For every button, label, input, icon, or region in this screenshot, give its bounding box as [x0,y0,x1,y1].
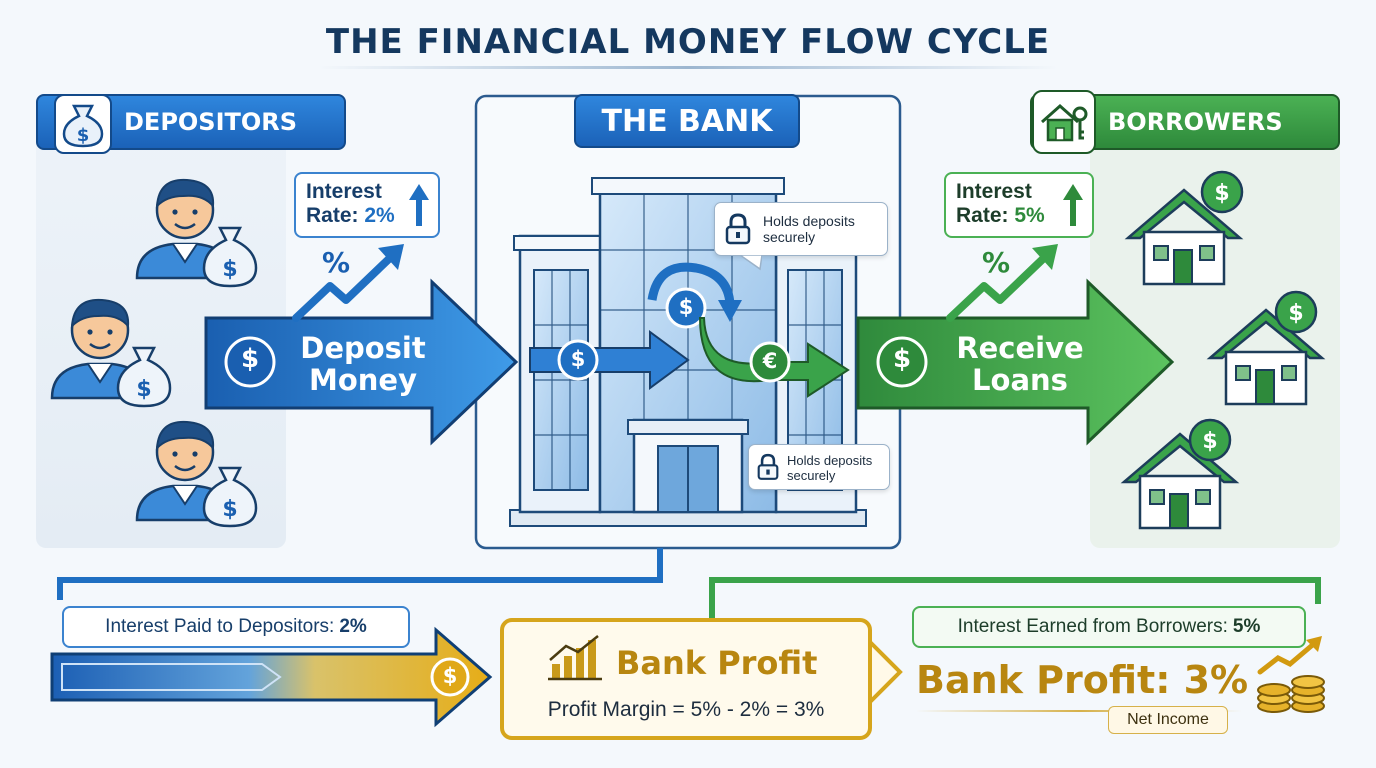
interest-paid-box: Interest Paid to Depositors: 2% [62,606,410,648]
depositors-label: DEPOSITORS [124,108,298,136]
dollar-symbol: $ [240,344,260,374]
secure-line-1: Holds deposits [763,213,855,229]
euro-symbol: € [762,349,778,373]
dollar-symbol: $ [570,347,586,371]
lock-icon [757,453,779,480]
svg-text:$: $ [1202,429,1217,454]
note-pointer [740,255,762,271]
interest-earned-box: Interest Earned from Borrowers: 5% [912,606,1306,648]
dollar-symbol: $ [678,295,694,319]
interest-earned-value: 5% [1232,616,1261,637]
interest-earned-label: Interest Earned from Borrowers: [957,616,1228,637]
green-connector-line [709,577,1321,620]
dollar-symbol: $ [442,664,458,688]
net-income-badge: Net Income [1108,706,1228,734]
house-icon: $ [1120,418,1240,530]
secure-line-1: Holds deposits [787,453,873,468]
rate-value: 2% [364,204,395,227]
money-bag-icon: $ [54,94,112,154]
growth-chart-icon [548,635,602,681]
bank-label: THE BANK [601,103,773,139]
percent-symbol: % [982,246,1011,279]
page-title: THE FINANCIAL MONEY FLOW CYCLE [325,22,1051,62]
arrow-up-icon [409,184,429,226]
bank-profit-title: Bank Profit [616,644,818,682]
title-underline [318,66,1058,69]
dollar-coin-icon [665,287,707,329]
money-bag-icon: $ [202,466,258,528]
inner-deposit-arrow [529,330,690,390]
blue-connector-line [57,548,663,600]
money-bag-icon: $ [202,226,258,288]
secure-deposits-note: Holds deposits securely [714,202,888,256]
bank-profit-total: Bank Profit: 3% [916,658,1249,702]
rate-line-1: Interest [956,180,1032,203]
cycle-arrow [647,262,735,305]
rate-line-1: Interest [306,180,382,203]
receive-loans-arrow [856,278,1175,446]
interest-paid-value: 2% [339,616,367,637]
inner-loan-arrow [698,317,850,398]
rate-line-2: Rate: 5% [956,204,1045,227]
secure-deposits-note: Holds deposits securely [748,444,890,490]
secure-line-2: securely [763,229,816,245]
arrow-up-icon [1063,184,1083,226]
depositor-person-3 [135,420,235,522]
svg-text:$: $ [1288,301,1303,326]
dollar-coin-icon [224,336,276,388]
deposit-money-arrow [204,278,519,446]
interest-paid-label: Interest Paid to Depositors: [105,616,335,637]
percent-symbol: % [322,246,351,279]
svg-text:$: $ [222,497,237,522]
dollar-symbol: $ [892,344,912,374]
profit-underline [916,710,1242,712]
svg-text:$: $ [1214,181,1229,206]
net-income-label: Net Income [1127,711,1209,728]
rate-value: 5% [1014,204,1045,227]
house-key-icon [1032,90,1096,154]
profit-margin-formula: Profit Margin = 5% - 2% = 3% [547,698,825,721]
dollar-coin-icon [430,657,470,697]
blue-trend-arrow [292,244,404,322]
borrower-interest-rate: Interest Rate: 5% [944,172,1094,238]
borrowers-label: BORROWERS [1108,108,1283,136]
house-icon: $ [1206,290,1326,406]
bank-header: THE BANK [574,94,800,148]
svg-text:$: $ [77,125,90,146]
rate-line-2: Rate: 2% [306,204,395,227]
dollar-coin-icon [557,339,599,381]
money-bag-icon: $ [116,346,172,408]
dollar-coin-icon [876,336,928,388]
svg-text:$: $ [222,257,237,282]
lock-icon [725,213,751,245]
secure-line-2: securely [787,468,836,483]
euro-coin-icon [749,341,791,383]
depositor-interest-rate: Interest Rate: 2% [294,172,440,238]
green-trend-arrow [946,244,1058,322]
interest-flow-arrow [50,626,493,728]
coin-stack-icon [1257,636,1325,713]
depositor-person-1 [135,178,235,280]
house-icon: $ [1124,170,1244,286]
svg-text:$: $ [136,377,151,402]
bank-profit-pointer [866,638,903,706]
